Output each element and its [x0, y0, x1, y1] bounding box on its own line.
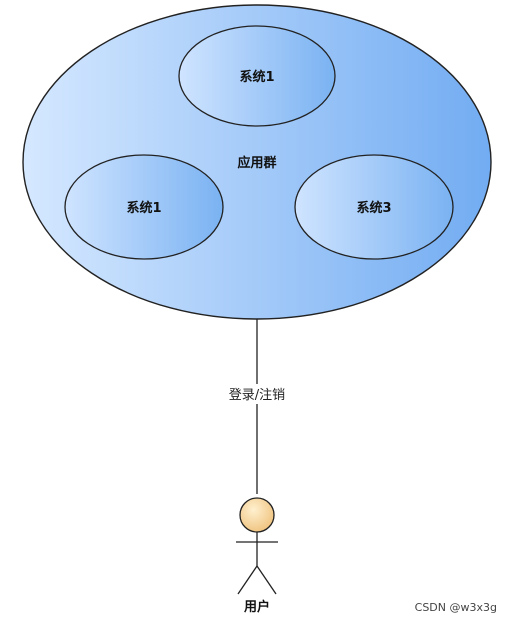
system-3-label: 系统3 — [356, 200, 391, 216]
login-logout-label: 登录/注销 — [229, 388, 285, 403]
actor-left-leg — [237, 565, 258, 595]
csdn-watermark: CSDN @w3x3g — [414, 601, 497, 614]
user-actor — [236, 497, 278, 595]
system-1-ellipse — [64, 154, 224, 260]
actor-head-icon — [239, 497, 275, 533]
user-actor-label: 用户 — [243, 599, 270, 615]
edge-label-background — [218, 384, 296, 404]
actor-right-leg — [256, 565, 277, 595]
system-2-label: 系统1 — [239, 69, 274, 85]
system-2-ellipse — [178, 25, 336, 127]
system-1-label: 系统1 — [126, 200, 161, 216]
system-3-ellipse — [294, 154, 454, 260]
application-group-label: 应用群 — [237, 155, 276, 171]
